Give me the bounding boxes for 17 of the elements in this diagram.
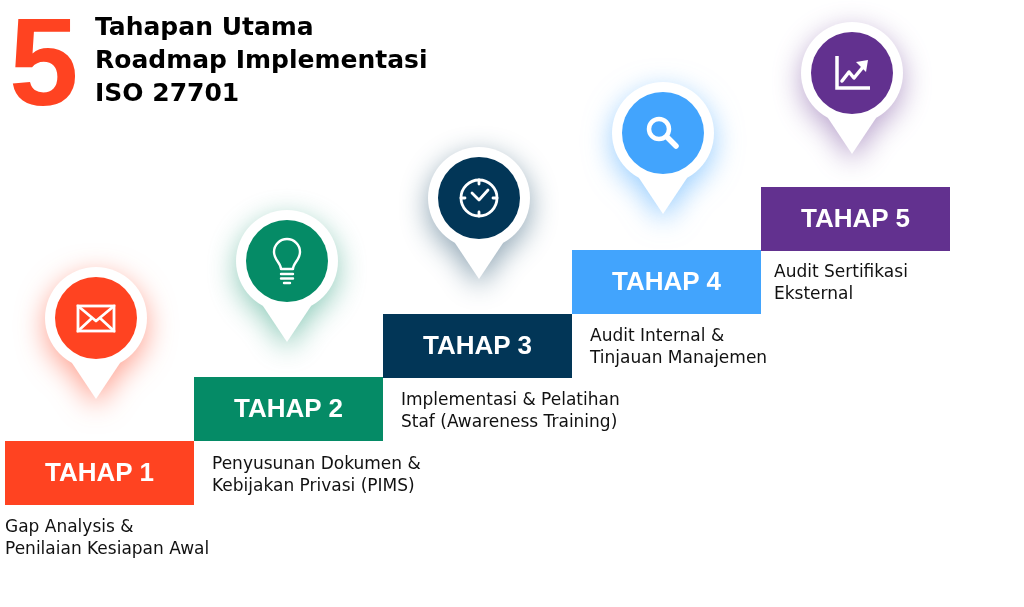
- stage-description: Audit Sertifikasi Eksternal: [774, 260, 909, 304]
- stage-description: Implementasi & Pelatihan Staf (Awareness Training): [401, 388, 621, 432]
- stage-bar: [572, 250, 761, 314]
- stage-label: TAHAP 2: [234, 394, 343, 424]
- stage-label: TAHAP 5: [801, 204, 910, 234]
- stage-description: Penyusunan Dokumen & Kebijakan Privasi (PIMS): [212, 452, 422, 496]
- stage-label: TAHAP 4: [612, 267, 721, 297]
- stage-bar: [761, 187, 950, 251]
- stage-description: Audit Internal & Tinjauan Manajemen: [590, 324, 769, 368]
- stage-label: TAHAP 3: [423, 331, 532, 361]
- big-number: 5: [9, 0, 79, 124]
- stage-bar: [194, 377, 383, 441]
- title: Tahapan Utama Roadmap Implementasi ISO 27701: [95, 11, 429, 109]
- stage-bar: [383, 314, 572, 378]
- stage-description: Gap Analysis & Penilaian Kesiapan Awal: [5, 515, 211, 559]
- stage-bar: [5, 441, 194, 505]
- stage-label: TAHAP 1: [45, 458, 154, 488]
